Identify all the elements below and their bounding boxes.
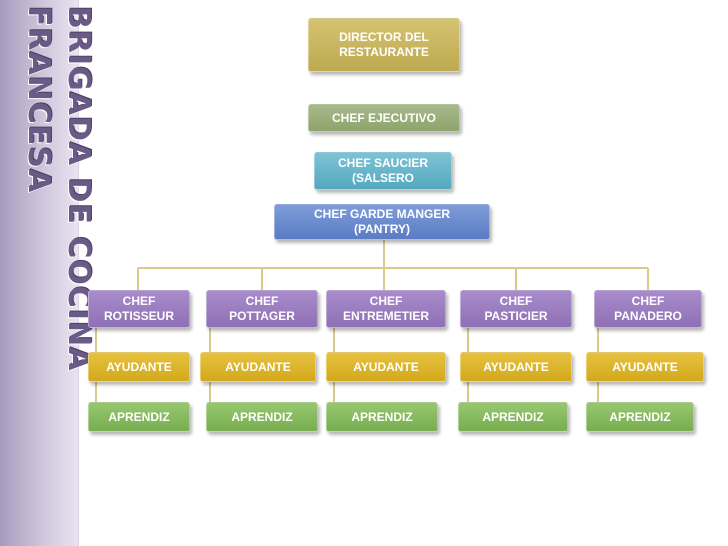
node-chef-ejecutivo: CHEF EJECUTIVO	[308, 104, 460, 132]
node-chef-saucier: CHEF SAUCIER (SALSERO	[314, 152, 452, 190]
node-aprendiz-1: APRENDIZ	[88, 402, 190, 432]
node-ayudante-2: AYUDANTE	[200, 352, 316, 382]
node-aprendiz-4: APRENDIZ	[458, 402, 568, 432]
node-ayudante-1: AYUDANTE	[88, 352, 190, 382]
node-aprendiz-5: APRENDIZ	[586, 402, 694, 432]
node-aprendiz-2: APRENDIZ	[206, 402, 318, 432]
node-chef-entremetier: CHEF ENTREMETIER	[326, 290, 446, 328]
node-chef-panadero: CHEF PANADERO	[594, 290, 702, 328]
node-chef-garde-manger: CHEF GARDE MANGER (PANTRY)	[274, 204, 490, 240]
sidebar: BRIGADA DE COCINA FRANCESA	[0, 0, 96, 546]
node-chef-pasticier: CHEF PASTICIER	[460, 290, 572, 328]
node-director: DIRECTOR DEL RESTAURANTE	[308, 18, 460, 72]
node-ayudante-3: AYUDANTE	[326, 352, 446, 382]
node-ayudante-4: AYUDANTE	[460, 352, 572, 382]
node-ayudante-5: AYUDANTE	[586, 352, 704, 382]
node-chef-rotisseur: CHEF ROTISSEUR	[88, 290, 190, 328]
sidebar-title: BRIGADA DE COCINA FRANCESA	[21, 6, 96, 372]
node-chef-pottager: CHEF POTTAGER	[206, 290, 318, 328]
node-aprendiz-3: APRENDIZ	[326, 402, 438, 432]
